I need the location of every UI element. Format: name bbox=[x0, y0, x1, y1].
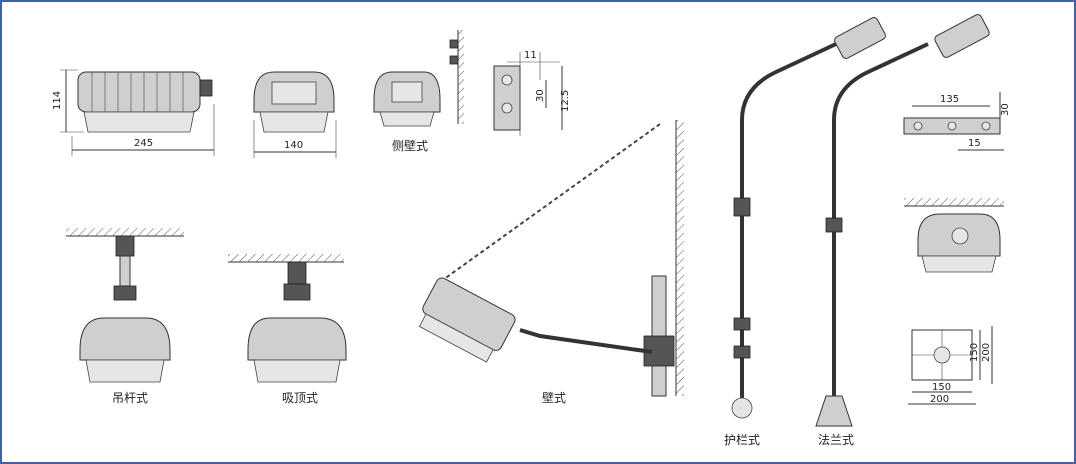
dim-150-h-label: 150 bbox=[932, 382, 951, 393]
flange-pole bbox=[815, 14, 990, 427]
dim-11-label: 11 bbox=[524, 50, 537, 61]
dim-15-label: 15 bbox=[968, 138, 981, 149]
bracket-detail bbox=[493, 65, 521, 131]
side-wall-mount bbox=[449, 30, 464, 124]
dim-114: 114 bbox=[52, 69, 84, 133]
bracket-dimensions: 11 30 12.5 bbox=[507, 50, 571, 136]
flange-dimensions: 150 200 150 200 bbox=[908, 326, 993, 405]
pendant-fixture bbox=[66, 228, 184, 383]
front-view-fixture bbox=[77, 71, 213, 133]
side-wall-fixture bbox=[373, 71, 441, 127]
dim-30-plate-label: 30 bbox=[1000, 103, 1011, 116]
mounting-plate bbox=[903, 117, 1001, 135]
dim-12-5-label: 12.5 bbox=[560, 90, 571, 112]
plate-dimensions: 135 30 15 bbox=[912, 92, 1011, 151]
caption-wall: 壁式 bbox=[542, 390, 566, 405]
dim-135-label: 135 bbox=[940, 94, 959, 105]
dim-245: 245 bbox=[71, 104, 215, 156]
dim-245-label: 245 bbox=[134, 138, 153, 149]
dim-150-v-label: 150 bbox=[969, 343, 980, 362]
caption-pendant: 吊杆式 bbox=[112, 391, 148, 405]
caption-ceiling: 吸顶式 bbox=[282, 391, 318, 405]
dim-140: 140 bbox=[253, 120, 337, 158]
flange-plate bbox=[911, 329, 973, 381]
dim-114-label: 114 bbox=[52, 91, 63, 110]
dim-200-v-label: 200 bbox=[981, 343, 992, 362]
side-view-fixture bbox=[253, 71, 335, 133]
caption-side-wall: 侧壁式 bbox=[392, 138, 428, 153]
dim-200-h-label: 200 bbox=[930, 394, 949, 405]
wall-fixture bbox=[418, 120, 684, 397]
dim-140-label: 140 bbox=[284, 140, 303, 151]
ceiling-mounted-fixture bbox=[904, 198, 1004, 273]
guardrail-pole bbox=[731, 17, 886, 419]
dim-30-label: 30 bbox=[535, 89, 546, 102]
caption-guardrail: 护栏式 bbox=[724, 432, 760, 447]
ceiling-fixture bbox=[228, 254, 347, 383]
caption-flange: 法兰式 bbox=[818, 433, 854, 447]
